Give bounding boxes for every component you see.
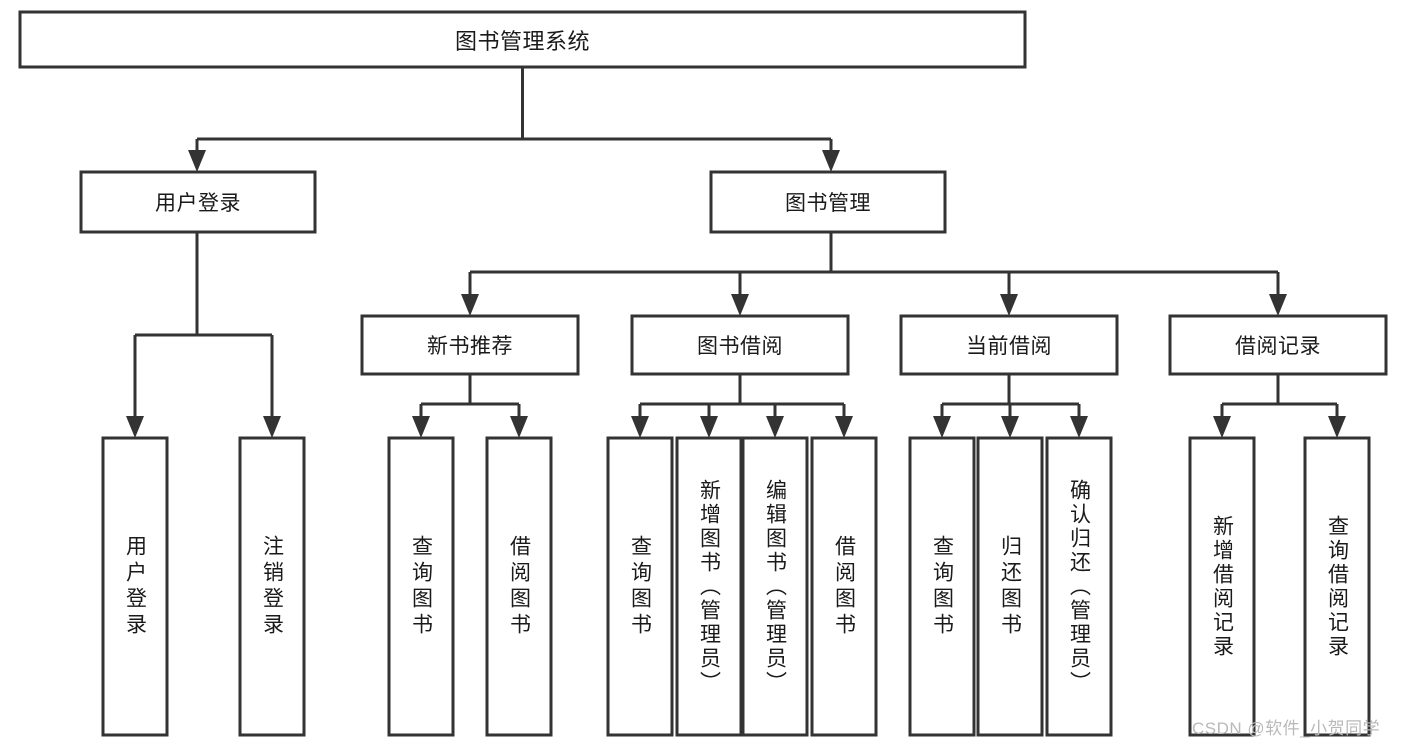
node-box-current-borrow[interactable]: [899, 314, 1119, 376]
node-box-leaf-user-login[interactable]: [101, 436, 169, 737]
arrowhead-user-login: [188, 150, 206, 172]
node-box-leaf-query-book-3[interactable]: [908, 436, 976, 737]
node-box-leaf-logout-login[interactable]: [238, 436, 306, 737]
node-box-leaf-query-book-1[interactable]: [387, 436, 455, 737]
arrowhead-leaf-user-login: [126, 416, 144, 438]
arrowhead-leaf-query-book-3: [933, 416, 951, 438]
connector-group-root: [188, 67, 840, 172]
arrowhead-leaf-confirm-return: [1070, 416, 1088, 438]
arrowhead-new-book-recommend: [461, 294, 479, 316]
arrowhead-current-borrow: [1000, 294, 1018, 316]
node-box-user-login[interactable]: [79, 170, 317, 234]
arrowhead-borrow-record: [1269, 294, 1287, 316]
arrowhead-leaf-borrow-book-2: [835, 416, 853, 438]
arrowhead-leaf-return-book: [1001, 416, 1019, 438]
arrowhead-book-borrow: [731, 294, 749, 316]
node-box-new-book-recommend[interactable]: [360, 314, 580, 376]
node-box-borrow-record[interactable]: [1168, 314, 1388, 376]
arrowhead-leaf-logout-login: [263, 416, 281, 438]
node-box-leaf-confirm-return[interactable]: [1045, 436, 1113, 737]
arrowhead-leaf-query-record: [1328, 416, 1346, 438]
node-box-book-management[interactable]: [709, 170, 947, 234]
connector-group-book-borrow: [631, 374, 853, 438]
node-box-leaf-return-book[interactable]: [976, 436, 1044, 737]
connector-group-borrow-record: [1213, 374, 1346, 438]
node-box-root[interactable]: [18, 10, 1027, 69]
arrowhead-book-management: [822, 150, 840, 172]
arrowhead-leaf-add-record: [1213, 416, 1231, 438]
node-box-leaf-edit-book[interactable]: [741, 436, 809, 737]
watermark-text: CSDN @软件_小贺同学: [1192, 719, 1381, 738]
arrowhead-leaf-query-book-1: [412, 416, 430, 438]
arrowhead-leaf-edit-book: [766, 416, 784, 438]
arrowhead-leaf-query-book-2: [631, 416, 649, 438]
node-box-leaf-add-book[interactable]: [675, 436, 743, 737]
connector-group-book-management: [461, 232, 1287, 316]
connector-group-new-book-recommend: [412, 374, 528, 438]
node-box-leaf-borrow-book-1[interactable]: [485, 436, 553, 737]
node-box-leaf-borrow-book-2[interactable]: [810, 436, 878, 737]
connector-group-user-login: [126, 232, 281, 438]
node-box-leaf-query-record[interactable]: [1303, 436, 1371, 737]
arrowhead-leaf-add-book: [700, 416, 718, 438]
node-box-leaf-query-book-2[interactable]: [606, 436, 674, 737]
connector-group-current-borrow: [933, 374, 1088, 438]
node-box-leaf-add-record[interactable]: [1188, 436, 1256, 737]
arrowhead-leaf-borrow-book-1: [510, 416, 528, 438]
node-box-book-borrow[interactable]: [630, 314, 850, 376]
